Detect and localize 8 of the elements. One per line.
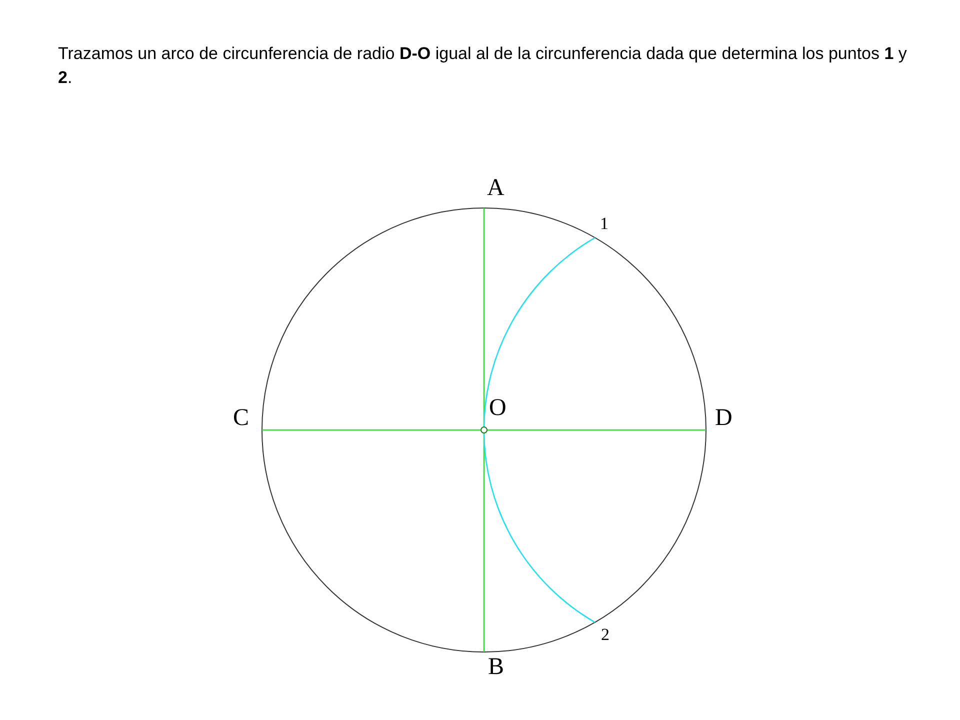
instruction-text: Trazamos un arco de circunferencia de radio D-O igual al de la circunferencia dada que determina los puntos 1 y 2. bbox=[58, 43, 908, 89]
point-label: 2 bbox=[601, 626, 610, 643]
point-label: A bbox=[487, 176, 504, 200]
point-label: D bbox=[715, 406, 732, 430]
point-label: B bbox=[488, 655, 504, 679]
point-label: C bbox=[233, 406, 250, 430]
point-label: O bbox=[489, 396, 506, 420]
point-label: 1 bbox=[600, 215, 608, 232]
